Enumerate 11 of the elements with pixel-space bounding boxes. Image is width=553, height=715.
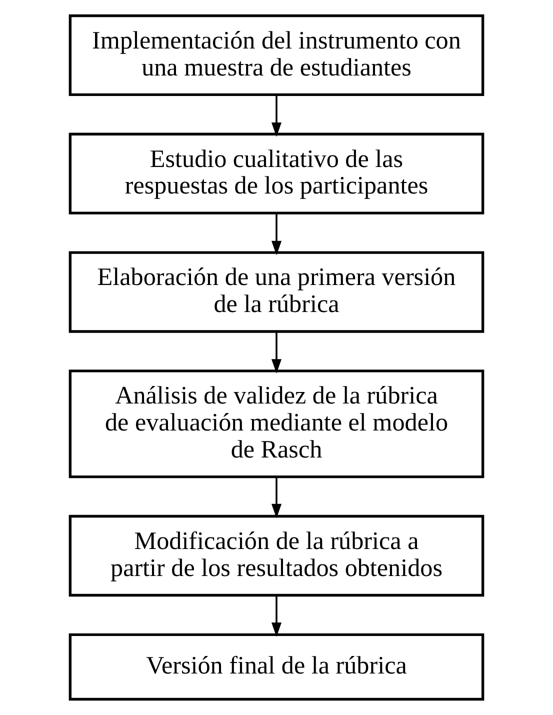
node-box: Estudio cualitativo de las respuestas de los participantes bbox=[68, 132, 484, 214]
arrow bbox=[271, 477, 282, 518]
node-box: Implementación del instrumento con una muestra de estudiantes bbox=[68, 14, 484, 96]
arrow bbox=[271, 332, 282, 374]
arrow bbox=[271, 95, 282, 137]
node-box: Análisis de validez de la rúbrica de evaluación mediante el modelo de Rasch bbox=[68, 370, 484, 478]
node-box: Versión final de la rúbrica bbox=[68, 633, 484, 701]
arrow bbox=[271, 214, 282, 256]
node-box: Elaboración de una primera versión de la rúbrica bbox=[68, 251, 484, 333]
arrow bbox=[271, 596, 282, 637]
node-box: Modificación de la rúbrica a partir de los resultados obtenidos bbox=[68, 514, 484, 597]
